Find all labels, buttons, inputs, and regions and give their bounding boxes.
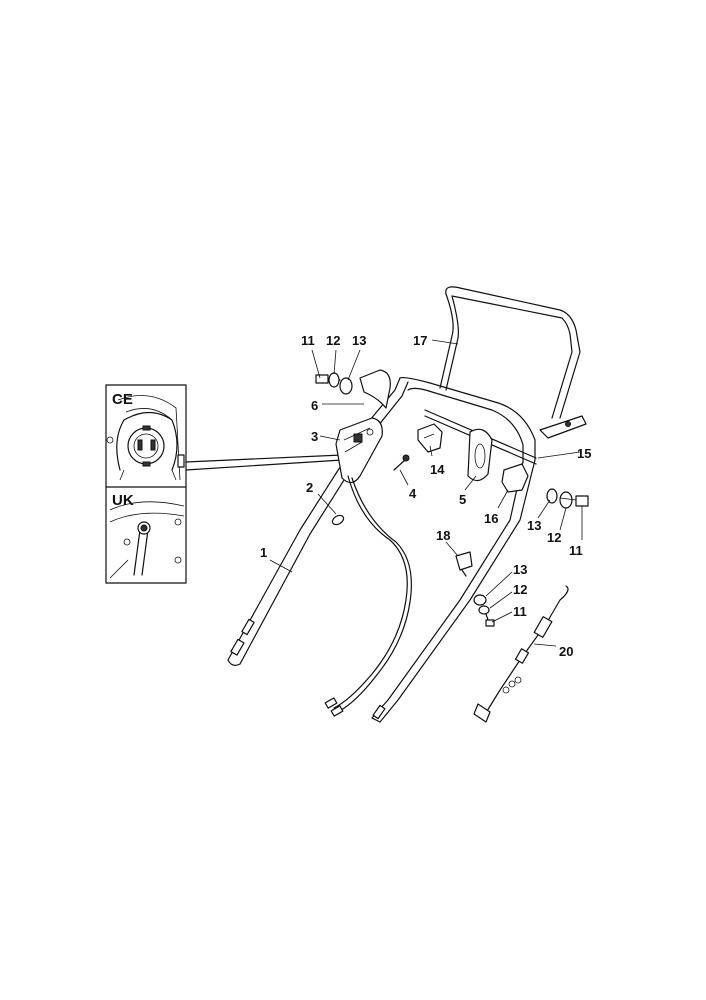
- callout-15: 15: [577, 446, 591, 461]
- uk-socket-drawing: [109, 501, 185, 579]
- switch-box: [335, 417, 383, 484]
- callout-11-top: 11: [301, 333, 315, 348]
- callout-14: 14: [430, 462, 445, 477]
- callout-13-right: 13: [527, 518, 541, 533]
- uk-label: UK: [112, 492, 134, 509]
- callout-leaders: [269, 339, 583, 647]
- callout-3: 3: [311, 429, 318, 444]
- inset-frame: [105, 384, 187, 584]
- bolt-group-lower: [473, 594, 495, 627]
- bolt-group-top: [315, 372, 353, 395]
- inset-leader-top: [185, 454, 343, 463]
- callout-2: 2: [306, 480, 313, 495]
- screw-4: [393, 454, 410, 471]
- lower-handle-left: [227, 377, 409, 666]
- callout-12-right: 12: [547, 530, 561, 545]
- callout-18: 18: [436, 528, 450, 543]
- callout-labels: 1 2 3 4 5 6 11 12 13 14 15 16 17 18 13 1…: [260, 333, 591, 659]
- cable-guide-5: [467, 428, 493, 482]
- cable-clip-16: [501, 463, 529, 493]
- cable-clip-14: [417, 423, 443, 453]
- callout-13-lower: 13: [513, 562, 527, 577]
- inset-leader-bottom: [185, 459, 343, 471]
- power-cable: [324, 475, 412, 717]
- knob-18: [455, 551, 473, 577]
- callout-1: 1: [260, 545, 267, 560]
- ce-socket-drawing: [106, 395, 185, 481]
- plug-variant-inset: CE UK: [105, 384, 343, 584]
- callout-5: 5: [459, 492, 466, 507]
- callout-6: 6: [311, 398, 318, 413]
- callout-12-lower: 12: [513, 582, 527, 597]
- cable-tie-2: [331, 514, 345, 526]
- upper-handle-frame: [371, 376, 537, 723]
- callout-20: 20: [559, 644, 573, 659]
- callout-17: 17: [413, 333, 427, 348]
- bail-lever: [439, 286, 587, 439]
- bolt-group-right: [546, 488, 589, 509]
- switch-cover: [359, 369, 391, 409]
- callout-12-top: 12: [326, 333, 340, 348]
- callout-13-top: 13: [352, 333, 366, 348]
- throttle-cable-20: [473, 585, 569, 723]
- callout-11-right: 11: [569, 543, 583, 558]
- callout-4: 4: [409, 486, 417, 501]
- callout-16: 16: [484, 511, 498, 526]
- callout-11-lower: 11: [513, 604, 527, 619]
- ce-label: CE: [112, 391, 133, 408]
